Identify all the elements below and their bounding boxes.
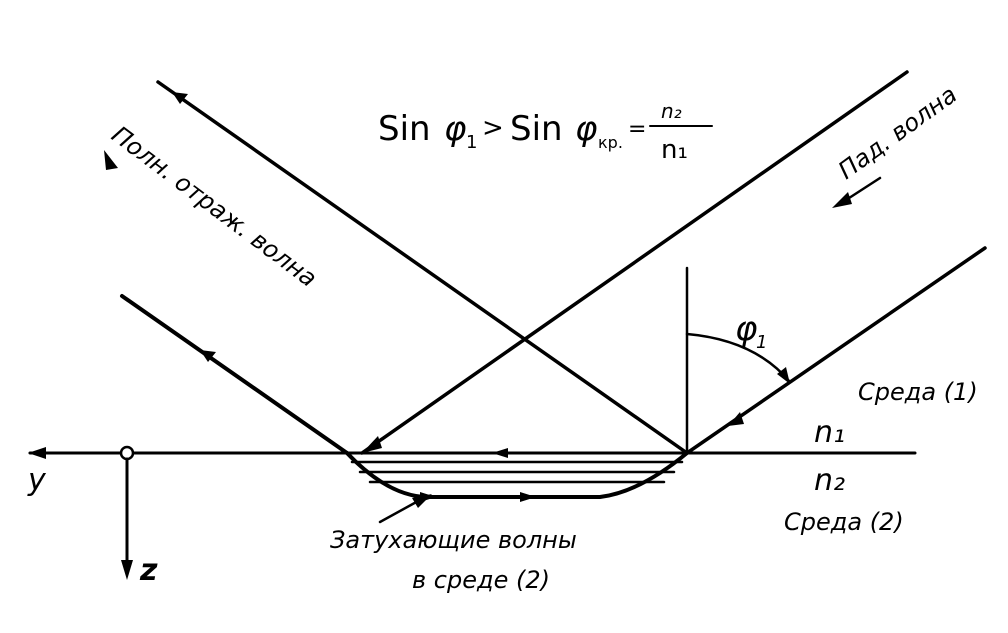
z-axis-arrowhead — [121, 560, 133, 580]
incident-wave-label-arrow-line — [844, 176, 882, 202]
formula-phi-2: φ — [575, 109, 598, 149]
angle-label: φ — [735, 309, 758, 349]
evanescent-label-line1: Затухающие волны — [330, 526, 577, 554]
n2-label: n₂ — [814, 463, 845, 498]
formula-denominator: n₁ — [661, 135, 688, 165]
reflected-ray-main — [120, 294, 349, 455]
incident-ray-outer — [360, 70, 909, 455]
evanescent-arrow-2 — [520, 492, 536, 502]
ray-arrow-lower-incident — [362, 436, 382, 453]
angle-arc-arrow — [777, 367, 790, 384]
formula-sub-2: кр. — [598, 133, 623, 152]
formula-gt: > — [482, 113, 504, 143]
medium-1-label: Среда (1) — [858, 378, 978, 406]
ray-arrow-top-left — [172, 92, 188, 104]
reflected-wave-label-arrow — [104, 150, 118, 170]
reflected-ray-outer — [156, 80, 689, 455]
formula-sin-1: Sin — [378, 109, 431, 149]
ray-arrow-left-reflected — [200, 350, 216, 362]
ray-arrow-incident-right — [728, 412, 744, 426]
evanescent-arrow-1 — [492, 448, 508, 458]
origin-point — [119, 445, 135, 461]
n1-label: n₁ — [814, 415, 845, 450]
angle-label-sub: 1 — [756, 332, 767, 353]
formula: Sin φ 1 > Sin φ кр. = n₂ n₁ — [378, 99, 713, 165]
z-axis-label: z — [139, 553, 158, 588]
reflected-wave-label: Полн. отраж. волна — [106, 120, 322, 292]
formula-sub-1: 1 — [466, 132, 477, 153]
formula-sin-2: Sin — [510, 109, 563, 149]
evanescent-label-pointer-arrow — [412, 494, 432, 508]
y-axis-arrowhead — [28, 447, 46, 459]
evanescent-outline — [345, 451, 689, 500]
y-axis-label: y — [27, 463, 47, 498]
formula-eq: = — [628, 117, 646, 142]
incident-wave-label: Пад. волна — [833, 80, 962, 184]
medium-2-label: Среда (2) — [784, 508, 904, 536]
evanescent-label-pointer — [378, 498, 422, 524]
incident-wave-label-arrow — [832, 192, 852, 208]
formula-numerator: n₂ — [661, 99, 682, 123]
formula-phi-1: φ — [444, 109, 467, 149]
evanescent-label-line2: в среде (2) — [412, 566, 550, 594]
